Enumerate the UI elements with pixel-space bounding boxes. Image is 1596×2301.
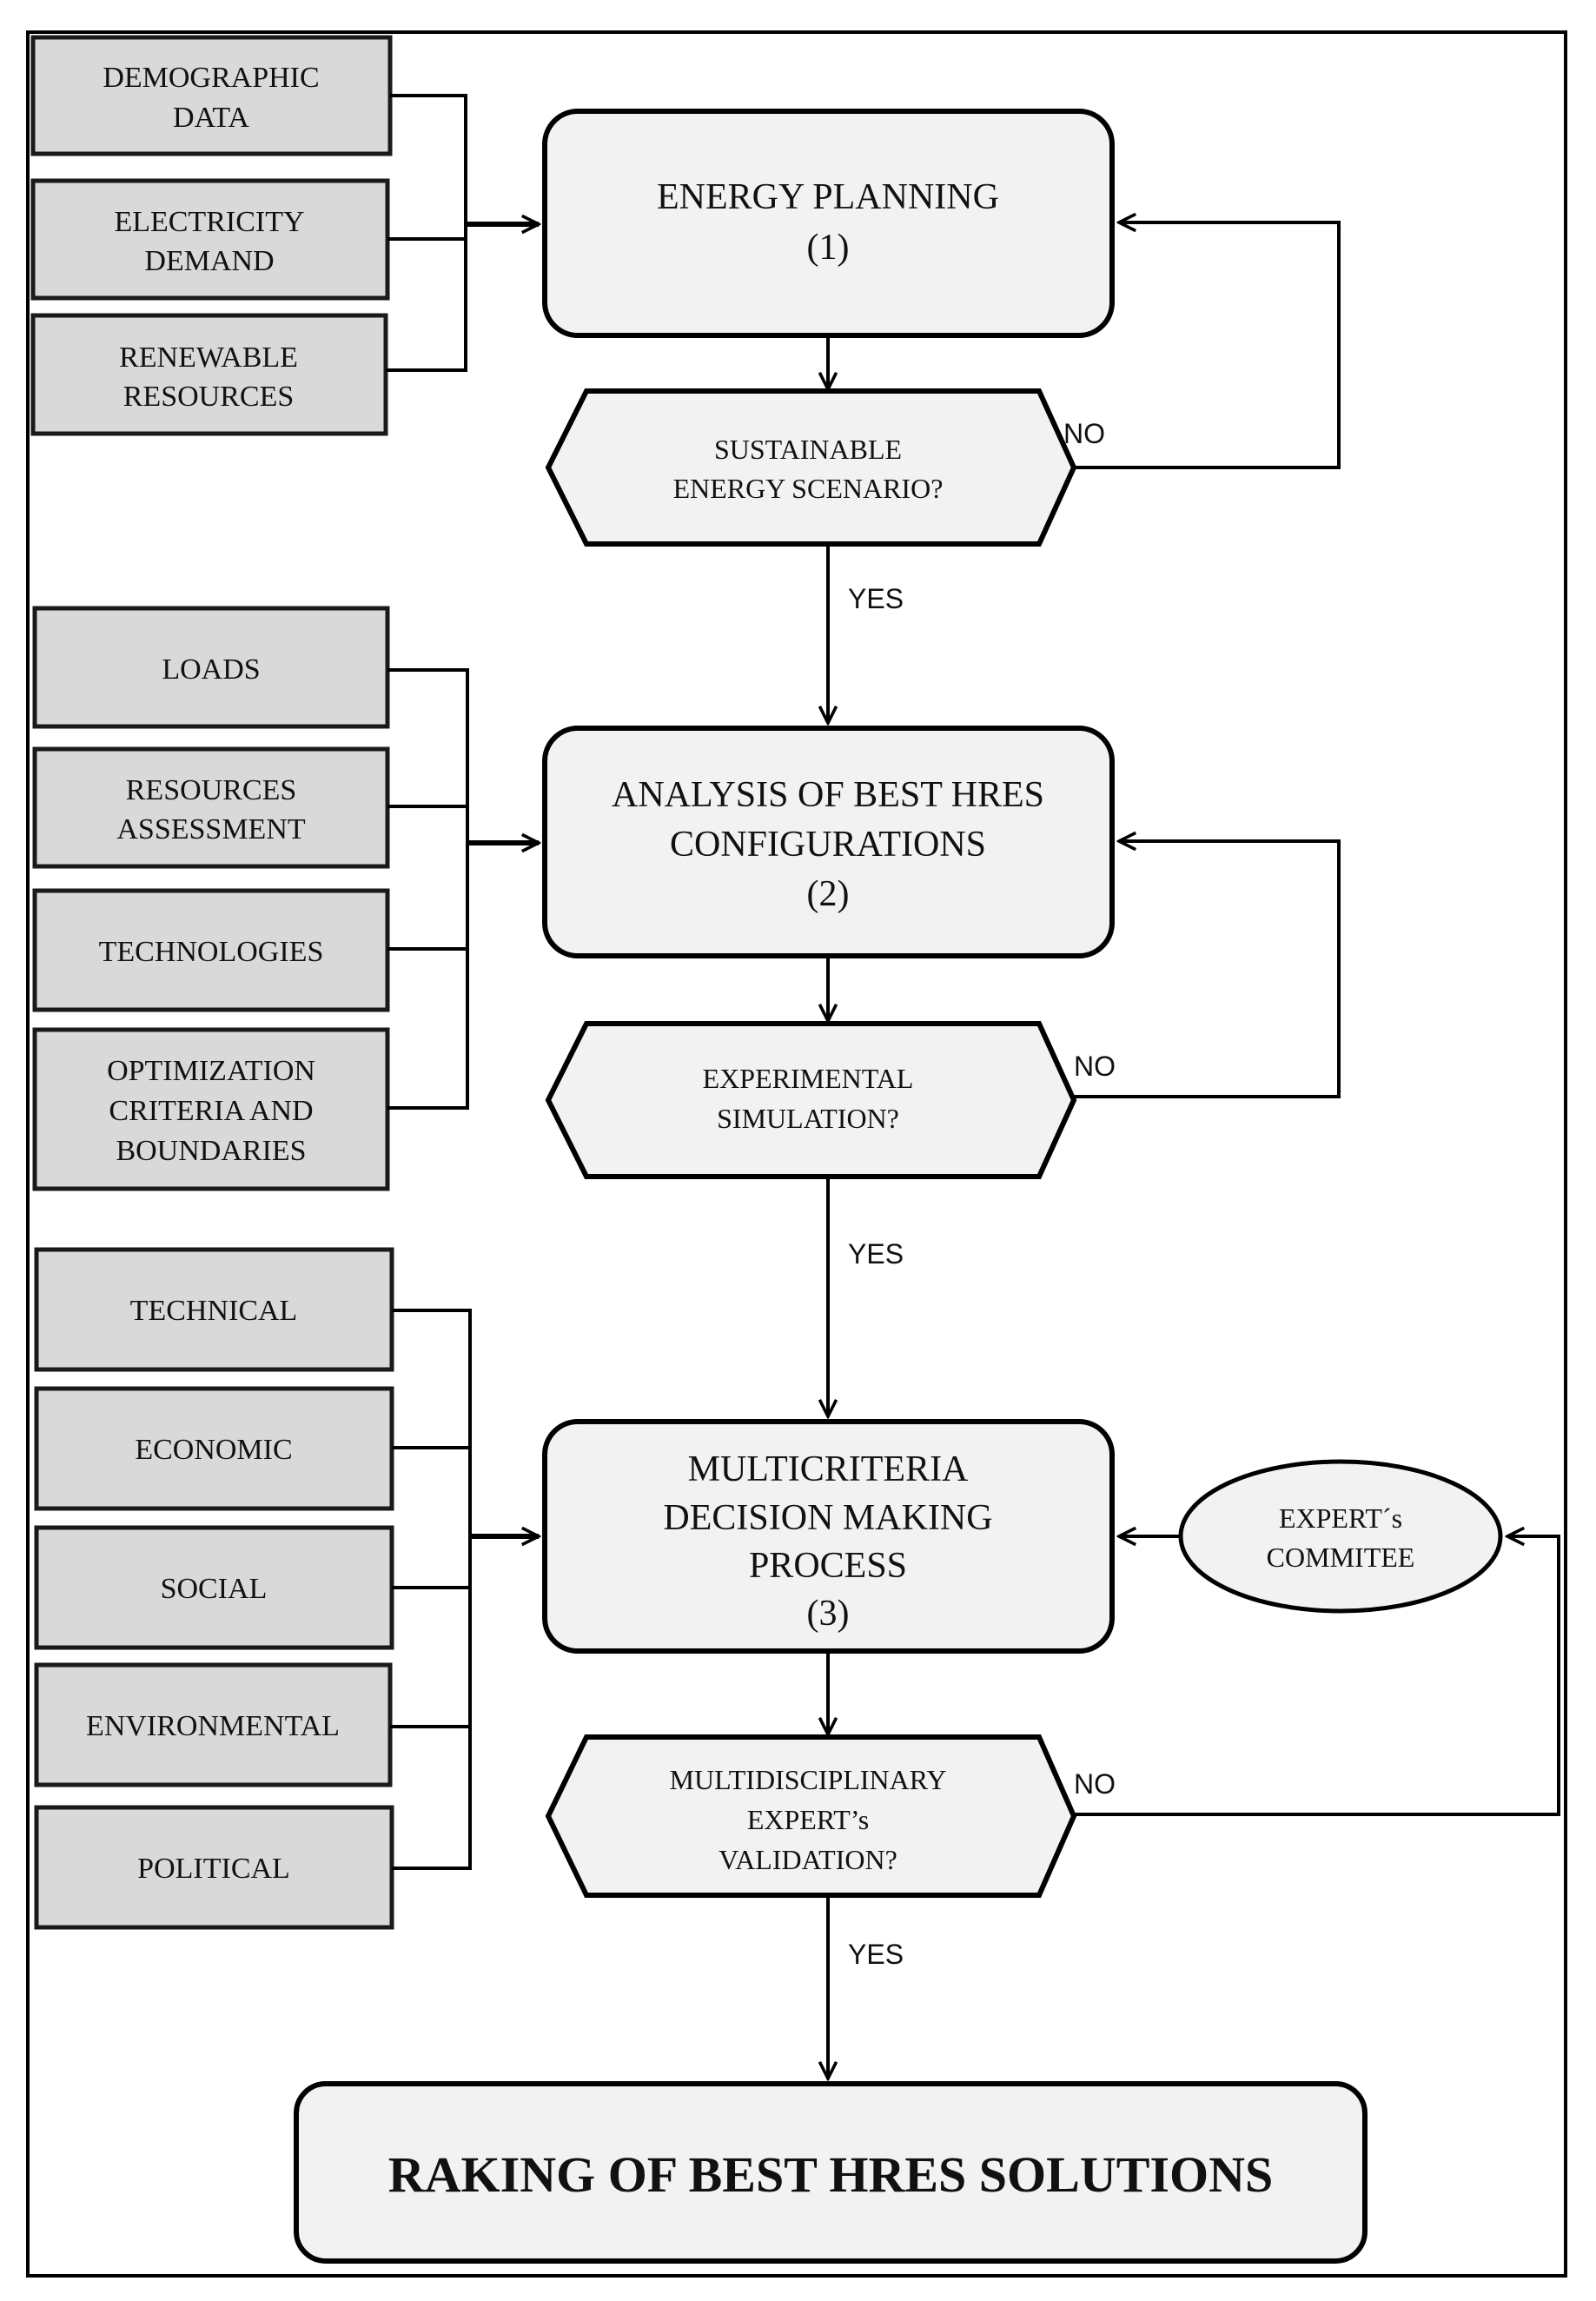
step-multicriteria-decision-making: MULTICRITERIA DECISION MAKING PROCESS (3… xyxy=(542,1419,1115,1654)
input-social: SOCIAL xyxy=(34,1525,394,1650)
input-demographic-data: DEMOGRAPHIC DATA xyxy=(30,35,393,156)
decision-sustainable-energy-scenario: SUSTAINABLE ENERGY SCENARIO? xyxy=(545,388,1077,547)
input-label-line1: TECHNICAL xyxy=(130,1295,298,1327)
no-label-3: NO xyxy=(1074,1768,1116,1800)
decision-label-line2: SIMULATION? xyxy=(717,1103,899,1134)
step-energy-planning: ENERGY PLANNING (1) xyxy=(542,109,1115,338)
input-label-line2: RESOURCES xyxy=(123,381,295,413)
step-number: (2) xyxy=(807,874,850,914)
input-label-line2: DEMAND xyxy=(144,245,274,277)
input-label-line2: ASSESSMENT xyxy=(116,813,306,845)
input-label-line1: POLITICAL xyxy=(137,1853,290,1885)
input-loads: LOADS xyxy=(32,606,390,729)
step-title-line1: MULTICRITERIA xyxy=(688,1449,969,1489)
step-title-line2: CONFIGURATIONS xyxy=(670,825,986,865)
decision-label-line2: ENERGY SCENARIO? xyxy=(673,473,944,504)
input-label-line1: RENEWABLE xyxy=(119,342,298,374)
input-technical: TECHNICAL xyxy=(34,1247,394,1372)
committee-label-line1: EXPERT´s xyxy=(1279,1502,1402,1534)
step-title-line1: ANALYSIS OF BEST HRES xyxy=(612,775,1044,815)
input-political: POLITICAL xyxy=(34,1805,394,1930)
input-optimization-criteria: OPTIMIZATION CRITERIA AND BOUNDARIES xyxy=(32,1027,390,1191)
loop-no-3 xyxy=(1074,1536,1560,1816)
input-label-line1: RESOURCES xyxy=(126,774,297,806)
input-label-line1: ENVIRONMENTAL xyxy=(86,1710,340,1742)
decision-experimental-simulation: EXPERIMENTAL SIMULATION? xyxy=(545,1021,1077,1179)
input-resources-assessment: RESOURCES ASSESSMENT xyxy=(32,746,390,869)
input-label-line1: ELECTRICITY xyxy=(114,206,304,238)
decision-label-line1: MULTIDISCIPLINARY xyxy=(670,1764,947,1795)
connector-group-3 xyxy=(390,1309,472,1870)
final-title: RAKING OF BEST HRES SOLUTIONS xyxy=(388,2146,1274,2203)
decision-label-line1: SUSTAINABLE xyxy=(714,434,902,465)
input-label-line2: DATA xyxy=(173,102,249,134)
expert-committee: EXPERT´s COMMITEE xyxy=(1178,1459,1503,1614)
final-ranking-box: RAKING OF BEST HRES SOLUTIONS xyxy=(294,2081,1368,2264)
step-title: ENERGY PLANNING xyxy=(657,177,999,217)
input-label-line1: OPTIMIZATION xyxy=(107,1055,315,1087)
committee-label-line2: COMMITEE xyxy=(1267,1542,1415,1573)
loop-no-1 xyxy=(1074,222,1341,469)
input-electricity-demand: ELECTRICITY DEMAND xyxy=(30,178,390,301)
input-label-line3: BOUNDARIES xyxy=(116,1135,306,1167)
decision-label-line3: VALIDATION? xyxy=(719,1844,897,1875)
connector-group-2 xyxy=(387,668,469,1110)
decision-label-line1: EXPERIMENTAL xyxy=(703,1063,914,1094)
input-label-line1: TECHNOLOGIES xyxy=(99,936,324,968)
step-analysis-hres-configurations: ANALYSIS OF BEST HRES CONFIGURATIONS (2) xyxy=(542,726,1115,958)
decision-expert-validation: MULTIDISCIPLINARY EXPERT’s VALIDATION? xyxy=(545,1734,1077,1898)
step-number: (1) xyxy=(807,228,850,268)
outer-frame xyxy=(26,30,1567,2278)
input-technologies: TECHNOLOGIES xyxy=(32,888,390,1012)
step-title-line3: PROCESS xyxy=(749,1546,907,1586)
input-label-line1: SOCIAL xyxy=(161,1573,268,1605)
input-label-line2: CRITERIA AND xyxy=(109,1095,313,1127)
input-label-line1: ECONOMIC xyxy=(135,1434,292,1466)
input-renewable-resources: RENEWABLE RESOURCES xyxy=(30,313,388,436)
decision-label-line2: EXPERT’s xyxy=(747,1804,869,1835)
step-number: (3) xyxy=(807,1594,850,1634)
input-environmental: ENVIRONMENTAL xyxy=(34,1662,393,1787)
input-label-line1: DEMOGRAPHIC xyxy=(103,62,319,94)
yes-label-2: YES xyxy=(848,1238,904,1270)
step-title-line2: DECISION MAKING xyxy=(663,1498,992,1538)
input-economic: ECONOMIC xyxy=(34,1386,394,1511)
yes-label-3: YES xyxy=(848,1939,904,1970)
input-label-line1: LOADS xyxy=(162,653,260,686)
connector-group-1 xyxy=(386,94,467,372)
no-label-2: NO xyxy=(1074,1051,1116,1082)
no-label-1: NO xyxy=(1063,418,1105,449)
yes-label-1: YES xyxy=(848,583,904,614)
loop-no-2 xyxy=(1074,841,1341,1098)
